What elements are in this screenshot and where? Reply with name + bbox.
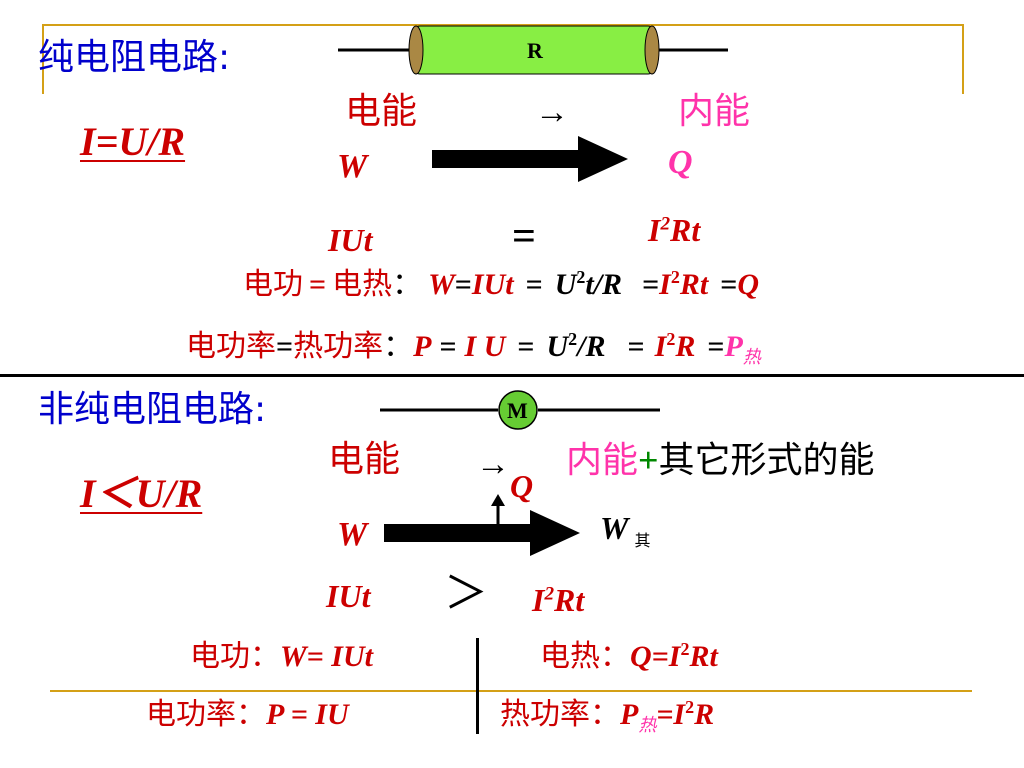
frame-top-line <box>42 24 964 26</box>
top-big-arrow <box>432 136 628 182</box>
bottom-greater: ＞ <box>444 569 488 618</box>
top-power-line: 电功率=热功率：P=I U=U2/R=I2R=P热 <box>186 329 761 368</box>
top-IUt: IUt <box>328 222 373 258</box>
top-W: W <box>337 148 368 185</box>
bottom-big-arrow <box>384 494 580 556</box>
section-divider <box>0 374 1024 377</box>
top-equals: = <box>512 214 536 260</box>
bottom-energy-to: 内能+其它形式的能 <box>566 440 875 481</box>
bottom-heat-power: 热功率：P热=I2R <box>500 697 715 736</box>
bottom-heat: 电热：Q=I2Rt <box>540 639 718 674</box>
bottom-work: 电功：W= IUt <box>190 639 373 674</box>
top-arrow-glyph: → <box>535 94 569 131</box>
pure-resistor-title: 纯电阻电路: <box>38 37 231 78</box>
top-work-line: 电功=电热：W=IUt=U2t/R=I2Rt=Q <box>243 267 759 302</box>
bottom-IUt: IUt <box>326 578 371 614</box>
frame-left-line <box>42 24 44 94</box>
top-Q: Q <box>668 144 693 181</box>
frame-right-line <box>962 24 964 94</box>
top-energy-from: 电能 <box>345 91 418 132</box>
top-I2Rt: I2Rt <box>648 212 701 248</box>
bottom-W: W <box>337 516 368 553</box>
resistor-label: R <box>527 38 543 63</box>
motor-label: M <box>507 398 528 423</box>
frame-bottom-line <box>50 690 972 692</box>
bottom-power: 电功率：P = IU <box>146 697 349 732</box>
non-pure-formula: I＜U/R <box>80 471 203 516</box>
top-energy-to: 内能 <box>678 91 751 132</box>
bottom-vertical-divider <box>476 638 479 734</box>
bottom-Q: Q <box>510 468 534 504</box>
bottom-I2Rt: I2Rt <box>532 582 585 618</box>
pure-formula: I=U/R <box>80 119 186 164</box>
bottom-energy-from: 电能 <box>328 439 401 480</box>
bottom-arrow-glyph: → <box>476 446 510 483</box>
resistor-diagram <box>338 25 728 75</box>
non-pure-resistor-title: 非纯电阻电路: <box>38 389 267 430</box>
motor-diagram <box>380 390 660 430</box>
